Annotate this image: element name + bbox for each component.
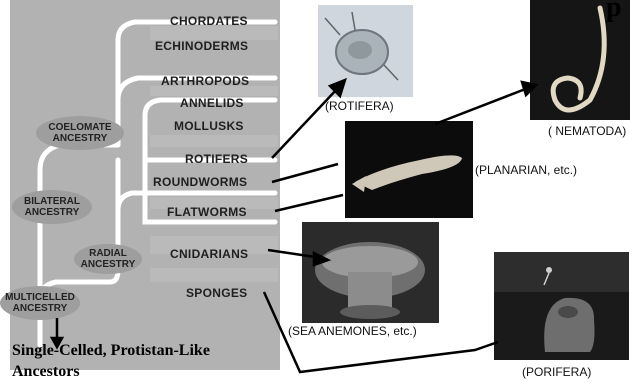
footer-text: Single-Celled, Protistan-Like Ancestors (12, 340, 210, 382)
caption-planarian: (PLANARIAN, etc.) (475, 163, 577, 177)
phylum-rotifers: ROTIFERS (185, 152, 248, 166)
planarian-photo (345, 121, 473, 218)
caption-porifera: (PORIFERA) (522, 365, 591, 379)
phylum-flatworms: FLATWORMS (167, 205, 247, 219)
caption-rotifera: (ROTIFERA) (325, 99, 394, 113)
footer-line-1: Single-Celled, Protistan-Like (12, 340, 210, 361)
sea-anemone-photo (302, 222, 439, 323)
caption-sea-anemones: (SEA ANEMONES, etc.) (288, 324, 417, 338)
phylum-cnidarians: CNIDARIANS (170, 247, 248, 261)
bilateral-ancestry-label: BILATERAL ANCESTRY (14, 196, 90, 218)
coelomate-ancestry-label: COELOMATE ANCESTRY (40, 122, 120, 144)
phylum-mollusks: MOLLUSKS (174, 119, 244, 133)
caption-nematoda: ( NEMATODA) (548, 124, 626, 138)
phylum-chordates: CHORDATES (170, 14, 248, 28)
phylum-echinoderms: ECHINODERMS (155, 39, 248, 53)
title-fragment: p (606, 0, 622, 24)
sponge-photo (494, 252, 629, 360)
rotifer-photo (318, 5, 413, 97)
phylum-annelids: ANNELIDS (180, 96, 244, 110)
multicelled-ancestry-label: MULTICELLED ANCESTRY (0, 292, 80, 314)
phylum-arthropods: ARTHROPODS (161, 74, 249, 88)
radial-ancestry-label: RADIAL ANCESTRY (76, 248, 140, 270)
phylum-roundworms: ROUNDWORMS (153, 175, 247, 189)
footer-line-2: Ancestors (12, 361, 210, 382)
phylum-sponges: SPONGES (186, 286, 247, 300)
